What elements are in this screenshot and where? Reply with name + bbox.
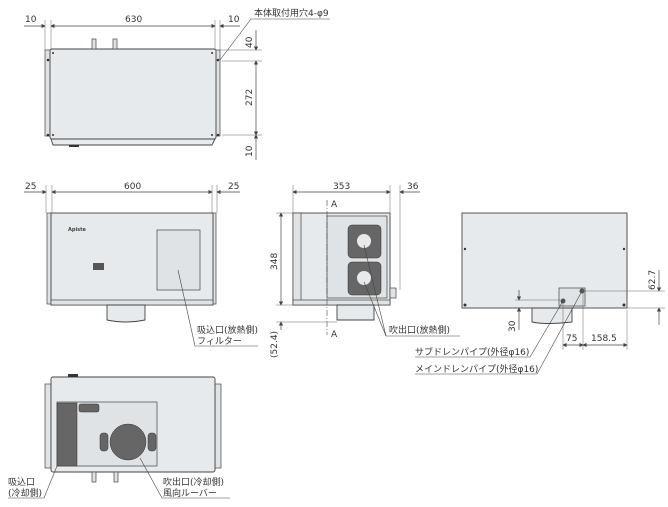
dim-62-7: 62.7 <box>648 270 658 290</box>
louver-label: 風向ルーバー <box>163 487 217 499</box>
unit-body <box>461 212 628 309</box>
svg-text:Apiste: Apiste <box>68 227 87 233</box>
filter <box>156 229 201 291</box>
inlet-label: 吸込口(放熱側) <box>197 324 258 336</box>
sub-drain-label: サブドレンパイプ(外径φ16) <box>415 346 529 358</box>
dim-158-5: 158.5 <box>591 334 617 344</box>
dim-10-bottom: 10 <box>245 145 255 157</box>
dim-630: 630 <box>125 15 142 25</box>
outlet-label: 吹出口(放熱側) <box>389 324 450 336</box>
dim-36: 36 <box>407 182 419 192</box>
dim-75: 75 <box>566 334 577 344</box>
dim-25-left: 25 <box>25 182 36 192</box>
duct <box>531 307 573 324</box>
dim-10-right: 10 <box>228 15 240 25</box>
bottom-view: 吸込口 (冷却側) 吹出口(冷却側) 風向ルーバー <box>8 374 230 499</box>
inlet-label-1: 吸込口 <box>8 477 35 488</box>
pipe <box>112 38 118 50</box>
inlet-grill-icon <box>56 402 78 467</box>
duct <box>336 304 375 321</box>
unit-body <box>49 48 217 140</box>
main-drain-label: メインドレンパイプ(外径φ16) <box>415 363 538 375</box>
duct <box>106 304 146 323</box>
dim-600: 600 <box>124 182 141 192</box>
side-view: A A 353 36 348 (52.4) 吹出口(放熱側) <box>270 182 460 358</box>
section-mark-top: A <box>331 200 338 210</box>
pipe <box>91 38 97 50</box>
section-mark-bottom: A <box>331 330 338 340</box>
dim-353: 353 <box>333 182 350 192</box>
mount-holes-label: 本体取付用穴4-φ9 <box>254 7 329 19</box>
dim-40: 40 <box>245 36 255 48</box>
outlet-label-1: 吹出口(冷却側) <box>163 476 224 488</box>
dim-25-right: 25 <box>228 182 239 192</box>
dim-272: 272 <box>245 89 255 106</box>
inlet-label-2: (冷却側) <box>8 487 42 499</box>
filter-label: フィルター <box>197 336 242 347</box>
louver-icon <box>109 423 147 461</box>
dim-30: 30 <box>508 320 518 332</box>
dim-52-4: (52.4) <box>270 331 280 358</box>
top-view: 630 10 10 40 272 10 本体取付用穴4-φ9 <box>24 7 330 160</box>
rear-view: 62.7 30 75 158.5 サブドレンパイプ(外径φ16) メインドレンパ… <box>415 212 665 375</box>
dim-10-left: 10 <box>25 15 37 25</box>
front-view: Apiste 600 25 25 吸込口(放熱側) フィルター <box>24 182 258 347</box>
dim-348: 348 <box>270 253 280 270</box>
